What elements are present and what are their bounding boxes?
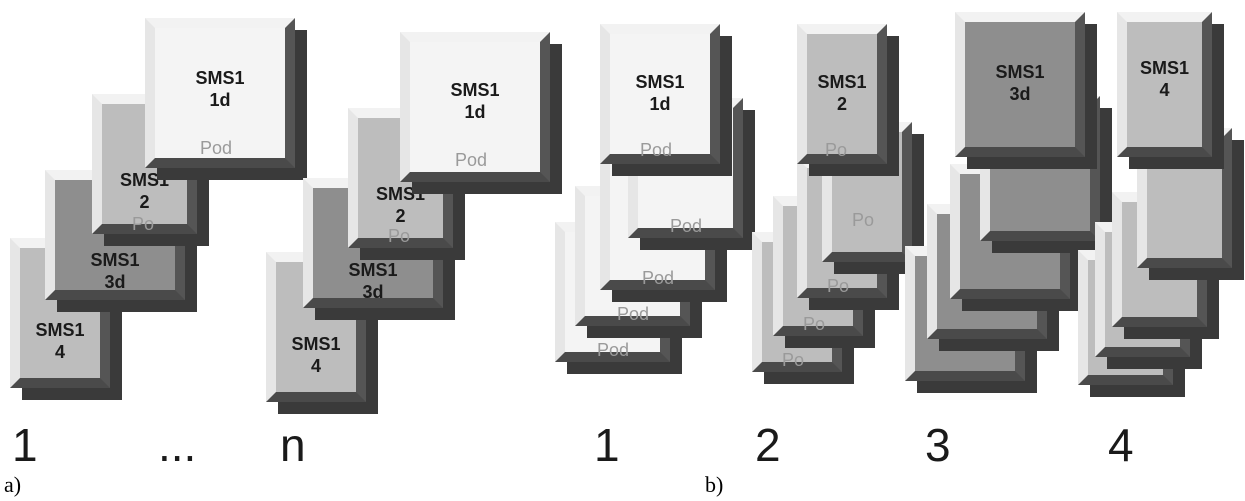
tile-label: 3d [104, 272, 126, 292]
stack-number: 2 [755, 419, 781, 471]
panel-label-b: b) [705, 472, 724, 497]
tile-label: SMS1 [291, 334, 341, 354]
tile-sub-label: Pod [617, 304, 650, 324]
tile-label: 2 [139, 192, 150, 212]
tile-b1-top: SMS1 1d Pod [600, 24, 732, 176]
tile-label: SMS1 [119, 170, 170, 190]
tile-label: SMS1 [35, 320, 85, 340]
tile-label: SMS1 [635, 72, 685, 92]
tile-label: 1d [209, 90, 231, 110]
tile-sub-label: Pod [455, 150, 488, 170]
tile-label: 1d [649, 94, 671, 114]
tile-label: 4 [1159, 80, 1170, 100]
tile-label: 1d [464, 102, 486, 122]
tile-sub-label: Po [132, 214, 155, 234]
tile-label: SMS1 [1139, 58, 1190, 78]
tile-label: SMS1 [450, 80, 500, 100]
tile-label: SMS1 [195, 68, 245, 88]
stack-number: n [280, 419, 306, 471]
tile-sub-label: Po [803, 314, 826, 334]
tile-sub-label: Po [388, 226, 411, 246]
stack-number: 3 [925, 419, 951, 471]
panel-label-a: a) [4, 472, 22, 497]
ellipsis: ... [158, 419, 197, 471]
tile-b4-top: SMS1 4 [1117, 12, 1224, 169]
stack-number: 1 [12, 419, 38, 471]
tile-sub-label: Pod [640, 140, 673, 160]
tile-label: 3d [1009, 84, 1031, 104]
tile-b2-top: SMS1 2 Po [797, 24, 899, 176]
tile-label: SMS1 [995, 62, 1045, 82]
tile-sub-label: Pod [597, 340, 630, 360]
tile-label: 3d [362, 282, 384, 302]
tile-label: SMS1 [348, 260, 398, 280]
tile-label: 2 [395, 206, 406, 226]
tile-sub-label: Po [827, 276, 850, 296]
tile-sub-label: Po [782, 350, 805, 370]
tile-label: 4 [54, 342, 65, 362]
tile-sub-label: Pod [642, 268, 675, 288]
tile-label: 4 [310, 356, 321, 376]
tile-sub-label: Pod [670, 216, 703, 236]
stack-number: 4 [1108, 419, 1134, 471]
tile-label: 2 [836, 94, 847, 114]
tile-sub-label: Po [825, 140, 848, 160]
tile-a1-1d: SMS1 1d Pod [145, 18, 307, 180]
tile-sub-label: Pod [200, 138, 233, 158]
tile-label: SMS1 [817, 72, 867, 92]
tile-label: SMS1 [90, 250, 140, 270]
tile-an-1d: SMS1 1d Pod [400, 32, 562, 194]
tile-sub-label: Po [852, 210, 875, 230]
stack-number: 1 [594, 419, 620, 471]
tile-b3-top: SMS1 3d [955, 12, 1097, 169]
